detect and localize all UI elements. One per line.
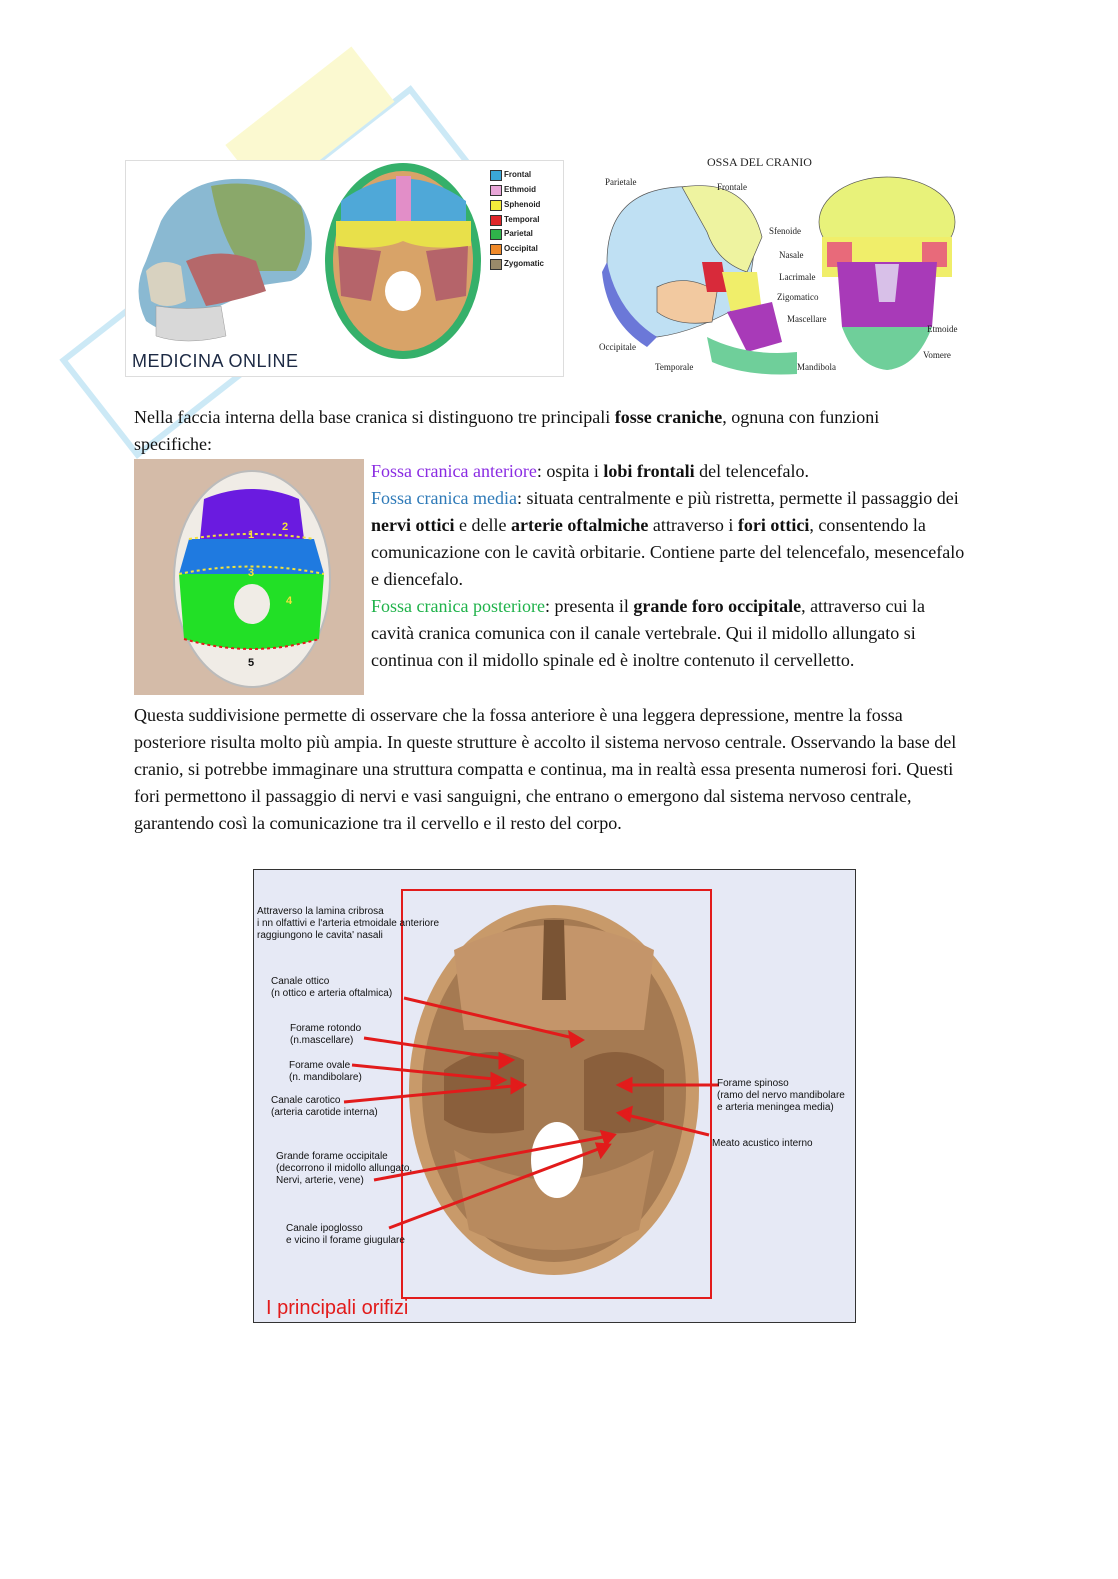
fossa-number-3: 3 xyxy=(248,567,255,579)
fossa-number-4: 4 xyxy=(286,595,293,607)
fossa-anterior-name: Fossa cranica anteriore xyxy=(371,461,537,481)
fossa-number-5: 5 xyxy=(248,657,255,669)
body-paragraph: Questa suddivisione permette di osservar… xyxy=(134,705,957,833)
label-temporale: Temporale xyxy=(655,362,694,372)
label-forame-rotondo: Forame rotondo (n.mascellare) xyxy=(290,1023,362,1046)
label-meato-acustico: Meato acustico interno xyxy=(712,1138,813,1149)
intro-paragraph: Nella faccia interna della base cranica … xyxy=(134,407,880,454)
label-canale-ottico: Canale ottico (n ottico e arteria oftalm… xyxy=(271,976,393,999)
fossae-descriptions: Fossa cranica anteriore: ospita i lobi f… xyxy=(371,458,971,674)
figure-caption: I principali orifizi xyxy=(266,1297,409,1319)
legend-item-temporal: Temporal xyxy=(490,215,539,226)
label-forame-spinoso: Forame spinoso (ramo del nervo mandibola… xyxy=(717,1078,845,1113)
label-parietale: Parietale xyxy=(605,177,637,187)
fossa-middle-item: Fossa cranica media: situata centralment… xyxy=(371,488,965,589)
label-etmoide: Etmoide xyxy=(927,324,958,334)
label-mandibola: Mandibola xyxy=(797,362,836,372)
label-canale-carotico: Canale carotico (arteria carotide intern… xyxy=(271,1095,378,1118)
label-mascellare: Mascellare xyxy=(787,314,827,324)
label-lacrimale: Lacrimale xyxy=(779,272,816,282)
legend-item-zygomatic: Zygomatic xyxy=(490,259,544,270)
skull-bones-figure: MEDICINA ONLINE Frontal Ethmoid Sphenoid… xyxy=(125,160,564,377)
brand-logo: MEDICINA ONLINE xyxy=(132,351,299,371)
legend-item-occipital: Occipital xyxy=(490,244,538,255)
label-frontale: Frontale xyxy=(717,182,747,192)
cranial-bones-diagram: OSSA DEL CRANIO Parietale Frontale Sfeno… xyxy=(597,152,967,377)
diagram-title: OSSA DEL CRANIO xyxy=(707,155,812,169)
label-sfenoide: Sfenoide xyxy=(769,226,801,236)
fossa-number-1: 1 xyxy=(248,529,255,541)
term-fosse-craniche: fosse craniche xyxy=(614,407,723,427)
label-nasale: Nasale xyxy=(779,250,804,260)
fossa-posterior-name: Fossa cranica posteriore xyxy=(371,596,545,616)
cranial-fossae-figure: 1 2 3 4 5 xyxy=(134,459,364,695)
label-occipitale: Occipitale xyxy=(599,342,636,352)
fossa-posterior-item: Fossa cranica posteriore: presenta il gr… xyxy=(371,596,926,670)
label-canale-ipoglosso: Canale ipoglosso e vicino il forame giug… xyxy=(286,1223,405,1246)
legend-item-sphenoid: Sphenoid xyxy=(490,200,540,211)
legend-item-parietal: Parietal xyxy=(490,229,533,240)
fossa-middle-name: Fossa cranica media xyxy=(371,488,517,508)
highlight-frame xyxy=(401,889,712,1299)
legend-item-ethmoid: Ethmoid xyxy=(490,185,536,196)
label-vomere: Vomere xyxy=(923,350,951,360)
legend-item-frontal: Frontal xyxy=(490,170,531,181)
fossa-number-2: 2 xyxy=(282,521,289,533)
label-forame-ovale: Forame ovale (n. mandibolare) xyxy=(289,1060,362,1083)
label-grande-forame-occipitale: Grande forame occipitale (decorrono il m… xyxy=(276,1151,413,1186)
label-zigomatico: Zigomatico xyxy=(777,292,819,302)
label-lamina-cribrosa: Attraverso la lamina cribrosa i nn olfat… xyxy=(257,906,440,941)
skull-orifices-figure: Attraverso la lamina cribrosa i nn olfat… xyxy=(253,869,856,1323)
fossa-anterior-item: Fossa cranica anteriore: ospita i lobi f… xyxy=(371,461,810,481)
